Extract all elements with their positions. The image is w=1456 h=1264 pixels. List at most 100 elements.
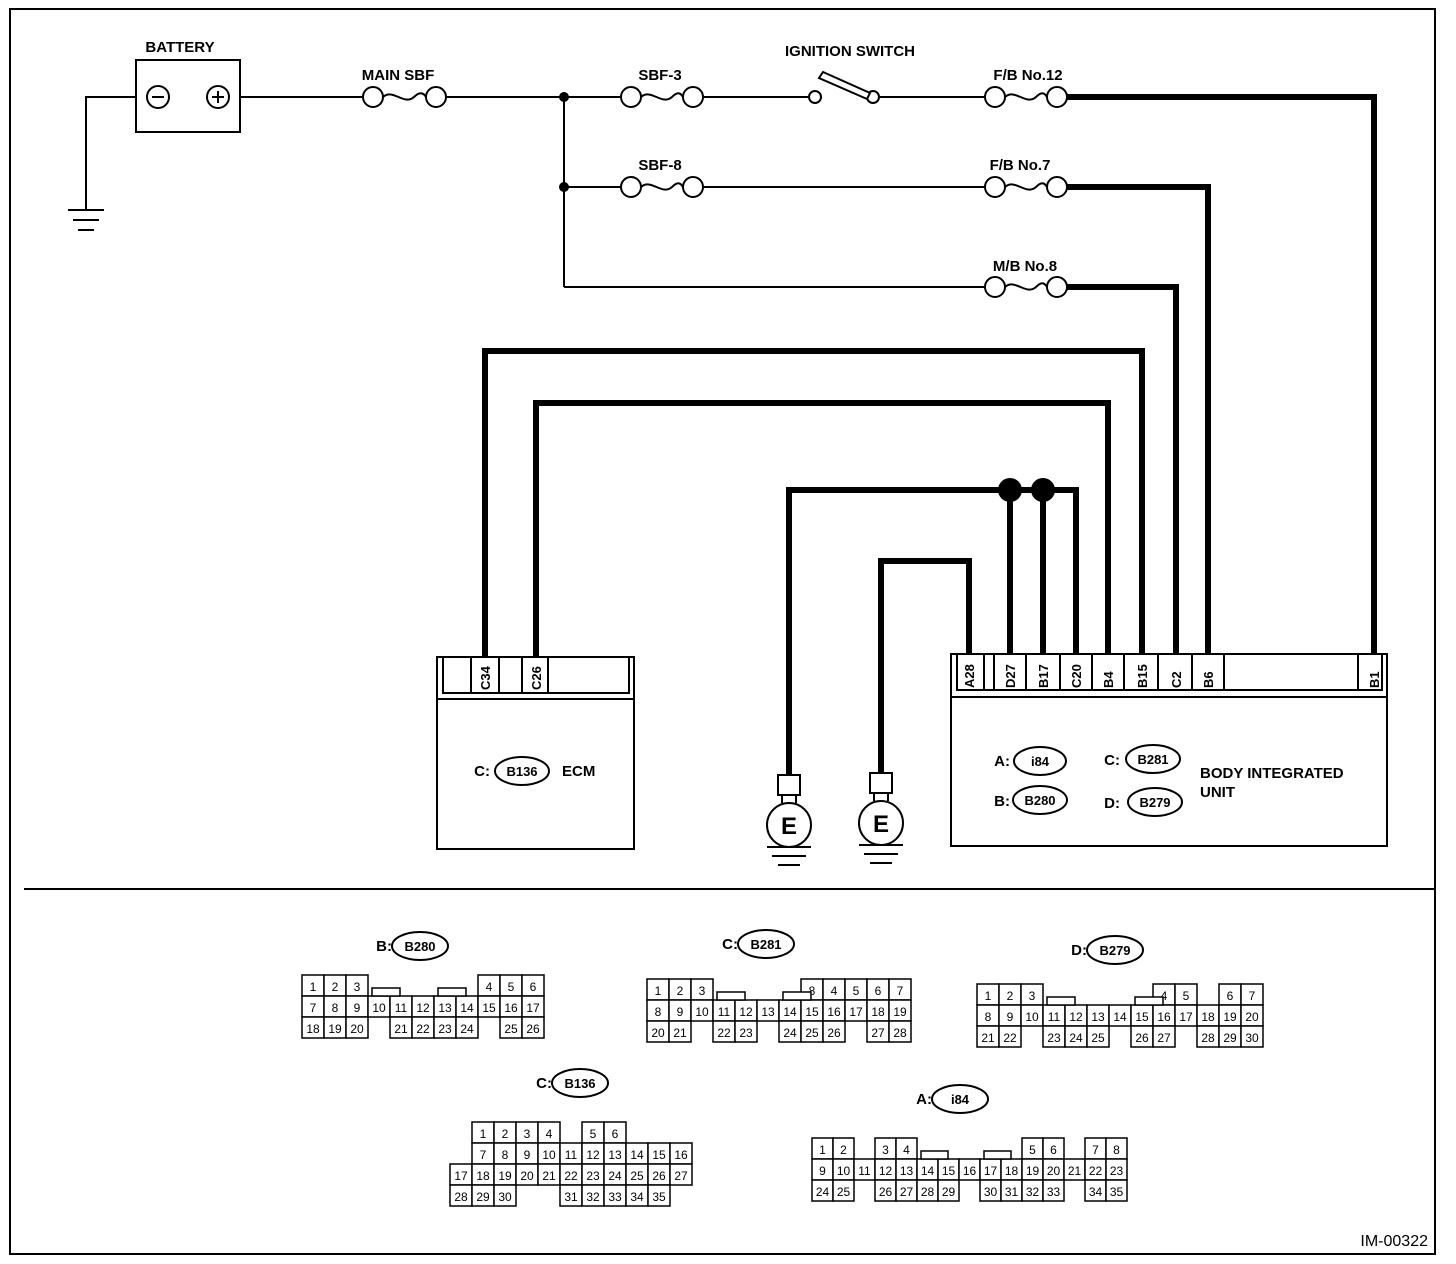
fuse-main-sbf: MAIN SBF [362, 67, 447, 108]
pin-number: 27 [1157, 1031, 1171, 1045]
ecm-connector-prefix: C: [474, 763, 490, 780]
pin-cell [1042, 1179, 1065, 1202]
biu-conn-c-code: B281 [1137, 752, 1168, 767]
pin-number: 24 [783, 1026, 797, 1040]
pin-number: 30 [1245, 1031, 1259, 1045]
pin-number: 3 [699, 984, 706, 998]
pin-cell [668, 1020, 692, 1043]
pin-number: 1 [310, 980, 317, 994]
ecm-pin: C34 [478, 665, 493, 690]
pin-number: 22 [1089, 1164, 1103, 1178]
pin-number: 21 [981, 1031, 995, 1045]
fuse-fb-7: F/B No.7 [984, 157, 1068, 198]
pin-number: 26 [1135, 1031, 1149, 1045]
pin-number: 19 [1026, 1164, 1040, 1178]
pin-number: 1 [480, 1127, 487, 1141]
biu-pin: B6 [1201, 671, 1216, 688]
pin-number: 16 [504, 1001, 518, 1015]
pin-number: 25 [504, 1022, 518, 1036]
pin-number: 10 [542, 1148, 556, 1162]
pin-number: 18 [306, 1022, 320, 1036]
pin-number: 33 [1047, 1185, 1061, 1199]
pin-cell [1152, 1025, 1176, 1048]
pin-number: 9 [354, 1001, 361, 1015]
pin-number: 11 [718, 1005, 731, 1019]
pin-number: 25 [805, 1026, 819, 1040]
connector-key [1134, 996, 1164, 1006]
pin-number: 29 [476, 1190, 490, 1204]
pin-number: 26 [526, 1022, 540, 1036]
pin-number: 32 [1026, 1185, 1040, 1199]
pin-number: 24 [460, 1022, 474, 1036]
pin-number: 15 [942, 1164, 956, 1178]
pin-number: 6 [612, 1127, 619, 1141]
pin-cell [822, 1020, 846, 1043]
connector-key [983, 1150, 1012, 1160]
connector-view-code: B281 [750, 937, 781, 952]
pin-number: 11 [565, 1148, 578, 1162]
pin-number: 10 [372, 1001, 386, 1015]
pin-number: 24 [1069, 1031, 1083, 1045]
pin-number: 14 [630, 1148, 644, 1162]
connector-view-prefix: C: [722, 936, 738, 953]
pin-number: 16 [674, 1148, 688, 1162]
biu-label-line1: BODY INTEGRATED [1200, 765, 1344, 782]
pin-number: 27 [674, 1169, 688, 1183]
pin-number: 23 [586, 1169, 600, 1183]
battery-negative-terminal [146, 85, 170, 109]
pin-cell [493, 1184, 517, 1207]
pin-number: 34 [630, 1190, 644, 1204]
pin-number: 25 [1091, 1031, 1105, 1045]
biu-label-line2: UNIT [1200, 784, 1235, 801]
pin-number: 15 [652, 1148, 666, 1162]
pin-number: 7 [480, 1148, 487, 1162]
pin-number: 35 [1110, 1185, 1124, 1199]
pin-number: 5 [1029, 1143, 1036, 1157]
battery-ground [68, 96, 136, 231]
biu-pin: A28 [962, 664, 977, 688]
pin-number: 18 [476, 1169, 490, 1183]
ecm-label: ECM [562, 763, 595, 780]
pin-number: 30 [984, 1185, 998, 1199]
pin-cell [937, 1179, 960, 1202]
pin-number: 21 [542, 1169, 556, 1183]
pin-number: 15 [805, 1005, 819, 1019]
pin-number: 28 [454, 1190, 468, 1204]
pin-number: 8 [1113, 1143, 1120, 1157]
pin-number: 4 [546, 1127, 553, 1141]
fb12-label: F/B No.12 [993, 67, 1062, 84]
pin-number: 11 [1048, 1010, 1061, 1024]
pin-number: 12 [879, 1164, 893, 1178]
biu-conn-d-code: B279 [1139, 795, 1170, 810]
pin-number: 20 [1047, 1164, 1061, 1178]
pin-number: 32 [586, 1190, 600, 1204]
pin-number: 8 [332, 1001, 339, 1015]
pin-number: 18 [1201, 1010, 1215, 1024]
pin-number: 4 [831, 984, 838, 998]
pin-number: 7 [310, 1001, 317, 1015]
pin-number: 17 [526, 1001, 540, 1015]
connector-key [371, 987, 401, 997]
pin-number: 11 [395, 1001, 408, 1015]
biu-conn-d-prefix: D: [1104, 795, 1120, 812]
pin-number: 2 [502, 1127, 509, 1141]
pin-number: 23 [1110, 1164, 1124, 1178]
ground-e-label: E [873, 811, 889, 838]
pin-number: 1 [655, 984, 662, 998]
biu-pin: D27 [1003, 664, 1018, 688]
pin-number: 8 [502, 1148, 509, 1162]
ecm-pin: C26 [529, 666, 544, 690]
pin-number: 15 [482, 1001, 496, 1015]
pin-number: 13 [1091, 1010, 1105, 1024]
pin-number: 5 [1183, 989, 1190, 1003]
pin-number: 7 [897, 984, 904, 998]
pin-number: 17 [984, 1164, 998, 1178]
pin-number: 33 [608, 1190, 622, 1204]
fuse-mb-8: M/B No.8 [984, 258, 1068, 298]
biu-conn-b-prefix: B: [994, 793, 1010, 810]
